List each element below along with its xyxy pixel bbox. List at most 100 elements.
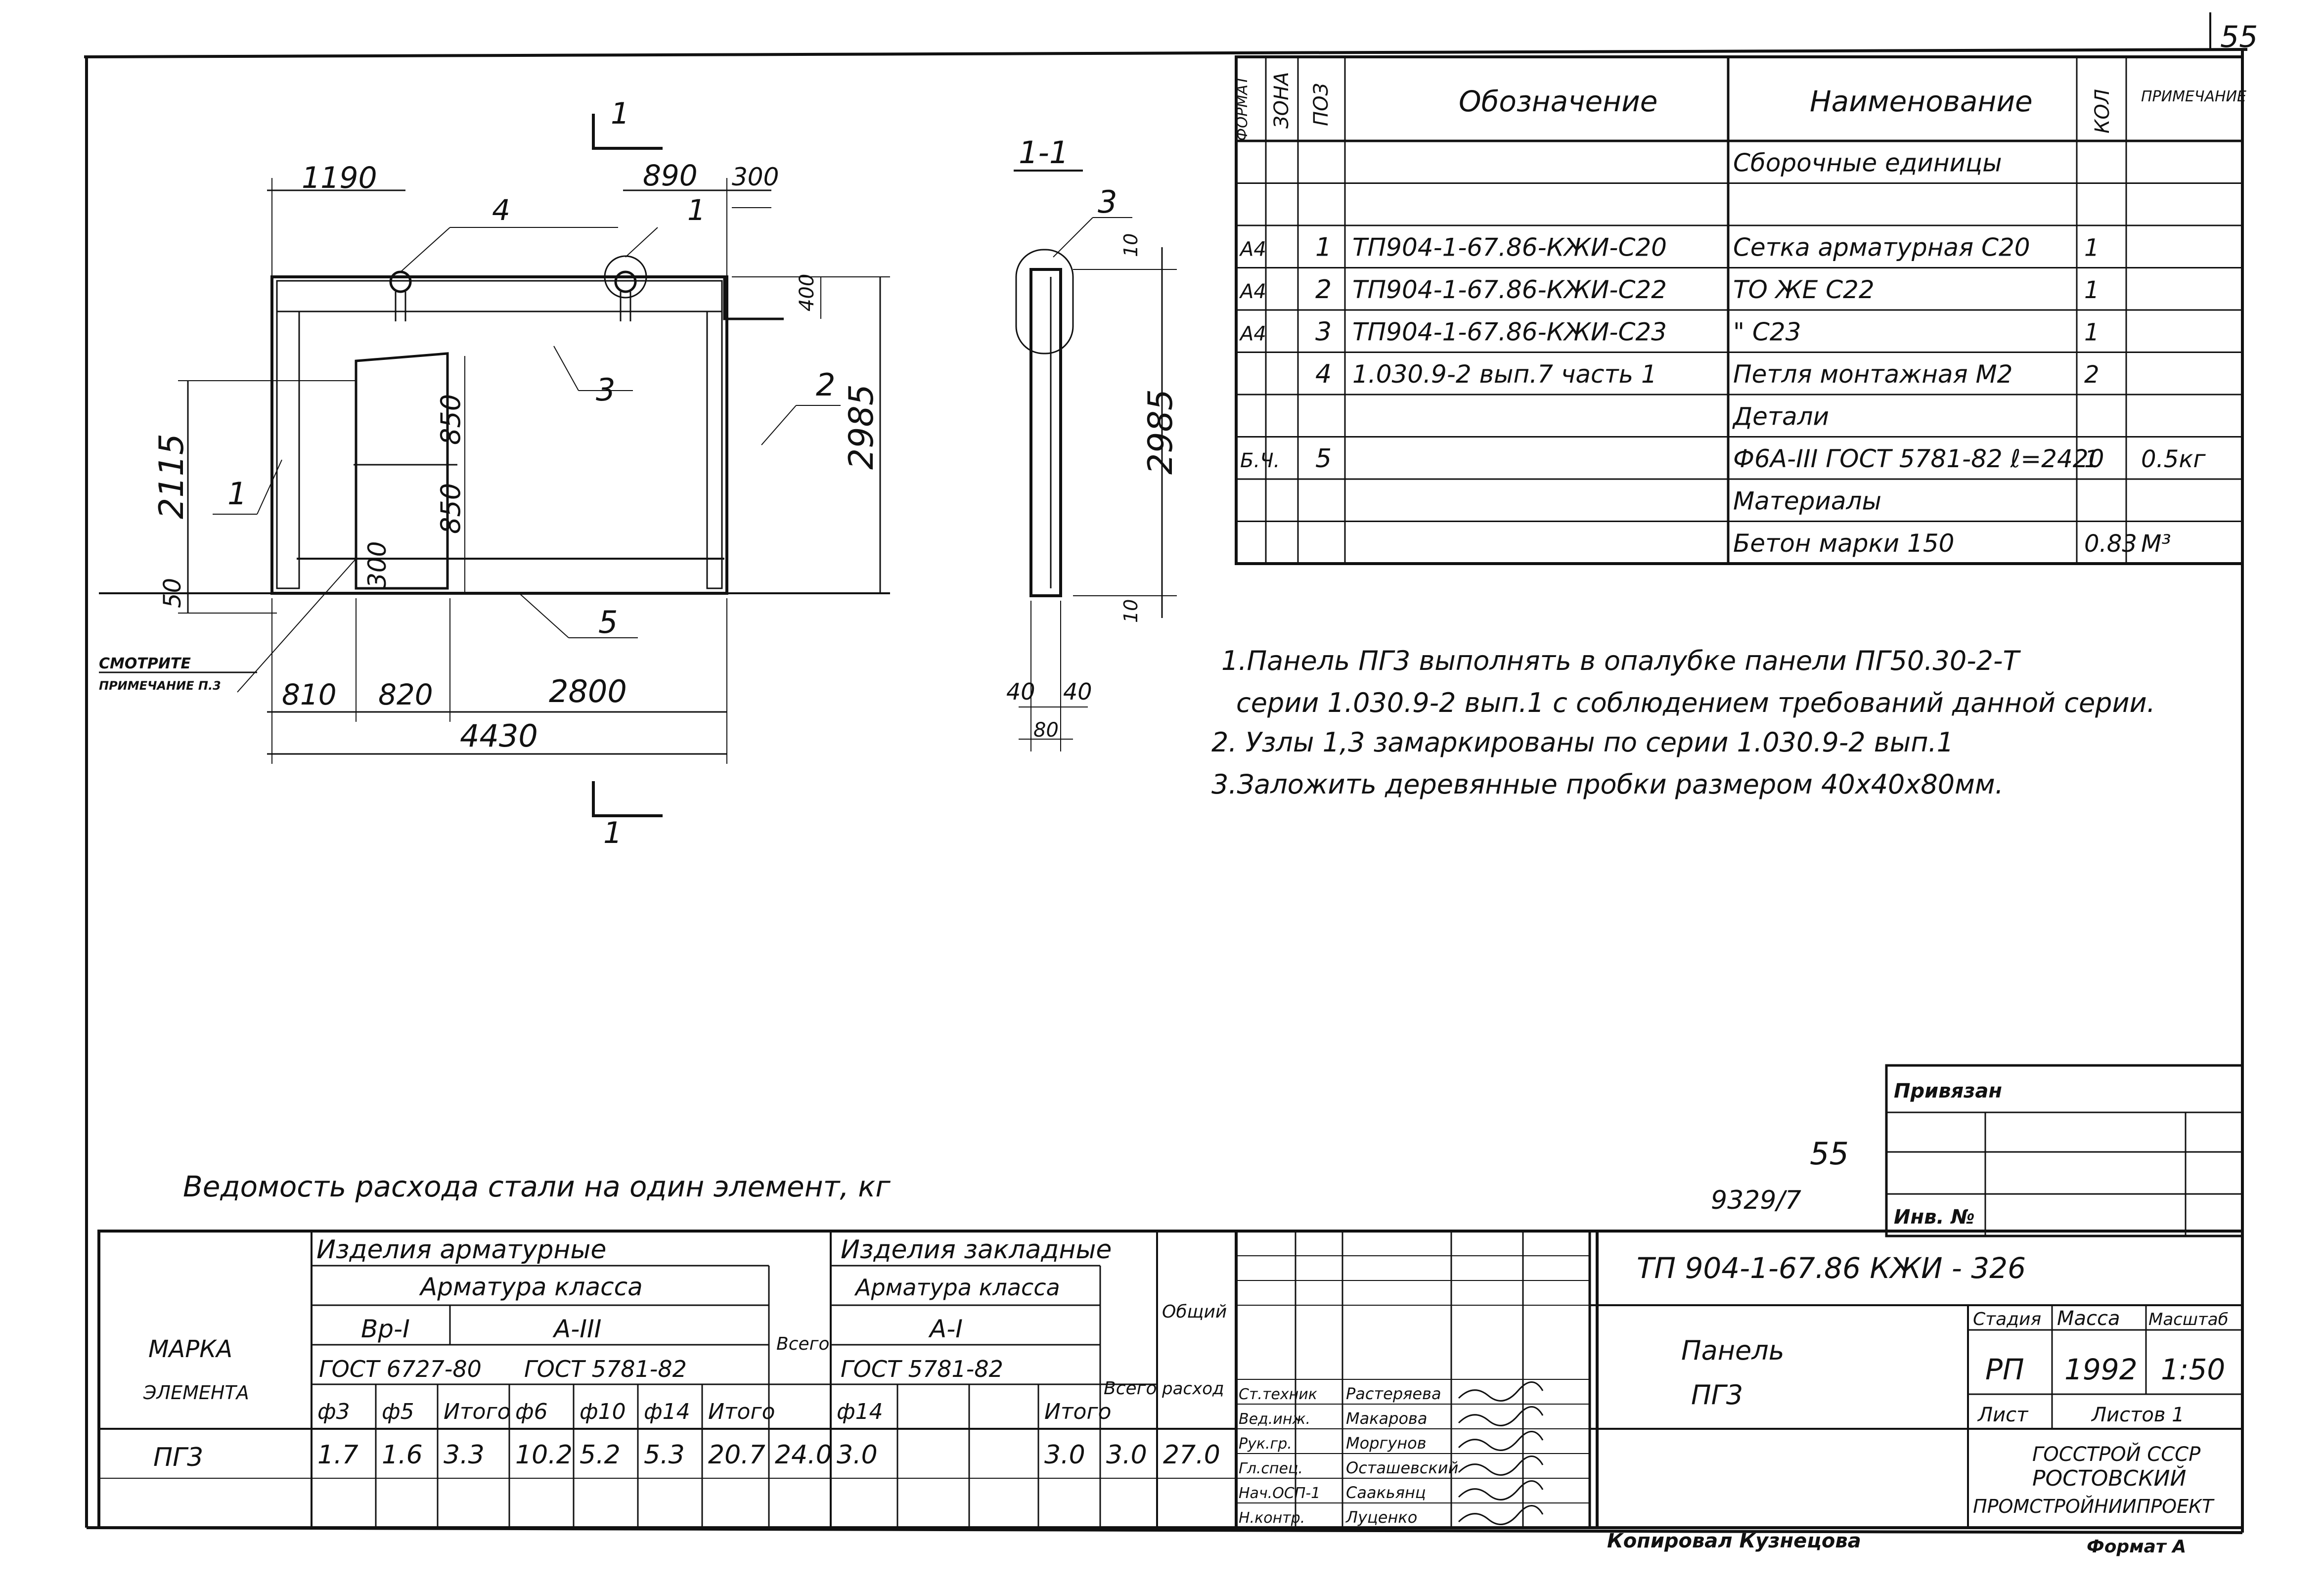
note-2: 2. Узлы 1,3 замаркированы по серии 1.030… (1211, 727, 1954, 758)
signature-scribble (1458, 1456, 1544, 1476)
steel-col-header: ф3 (317, 1399, 350, 1424)
signature-scribble (1458, 1381, 1544, 1402)
frame-top (84, 48, 2248, 58)
panel-outline (270, 275, 728, 595)
spec-header-qty: КОЛ (2091, 89, 2114, 133)
list-label: Лист (1977, 1404, 2029, 1426)
spec-cell-format: А4 (1239, 323, 1266, 346)
gost-bp: ГОСТ 6727-80 (319, 1356, 482, 1382)
mass-value: 1992 (2064, 1353, 2138, 1386)
dim-2800: 2800 (549, 673, 627, 709)
dim-300: 300 (732, 163, 779, 191)
top-mesh (276, 280, 723, 312)
spec-cell-format: Б.Ч. (1240, 449, 1280, 472)
signature-role: Вед.инж. (1239, 1411, 1310, 1428)
signature-role: Рук.гр. (1239, 1435, 1292, 1453)
front-view: 1190 890 300 400 2115 2985 850 850 300 5… (99, 96, 890, 850)
mark-header-line2: ЭЛЕМЕНТА (143, 1382, 249, 1404)
signature-name: Моргунов (1346, 1434, 1427, 1453)
section-dim-10-bottom: 10 (1120, 599, 1142, 623)
mark-header-line1: МАРКА (148, 1335, 232, 1363)
total-embedded: Всего (1104, 1378, 1157, 1399)
steel-consumption-table: Ведомость расхода стали на один элемент,… (97, 1170, 1599, 1529)
spec-row: 4 1.030.9-2 вып.7 часть 1 Петля монтажная … (1315, 359, 2100, 389)
spec-row: Материалы (1733, 487, 1881, 516)
corner-cutout (724, 277, 784, 319)
class-embedded: Арматура класса (854, 1274, 1060, 1301)
signature-row: Вед.инж. Макарова (1239, 1406, 1544, 1428)
spec-cell-name: Сборочные единицы (1733, 149, 2002, 177)
signature-role: Ст.техник (1239, 1386, 1317, 1403)
signature-role: Гл.спец. (1239, 1460, 1303, 1477)
spec-cell-pos: 4 (1315, 359, 1332, 389)
spec-header-name: Наименование (1810, 85, 2033, 118)
callout-5: 5 (598, 604, 618, 640)
steel-row-value: 24.0 (775, 1440, 832, 1470)
steel-col-header: ф6 (515, 1399, 548, 1424)
spec-cell-name: Сетка арматурная С20 (1733, 233, 2030, 262)
class-a3: А-III (552, 1315, 601, 1343)
spec-header-designation: Обозначение (1459, 85, 1657, 118)
signature-row: Н.контр.Луценко (1239, 1505, 1544, 1527)
spec-cell-name: Петля монтажная М2 (1733, 360, 2012, 389)
spec-header-zone: ЗОНА (1270, 72, 1293, 129)
spec-cell-designation: ТП904-1-67.86-КЖИ-С20 (1352, 233, 1667, 262)
spec-cell-name: Материалы (1733, 487, 1881, 516)
scale-label: Масштаб (2148, 1310, 2229, 1329)
steel-row-value: 10.2 (515, 1440, 573, 1470)
steel-row-value: 5.2 (580, 1440, 621, 1470)
scale-value: 1:50 (2161, 1353, 2225, 1386)
lists-label: Листов 1 (2091, 1404, 2185, 1426)
class-a1: А-I (928, 1315, 963, 1343)
section-dim-2985: 2985 (1141, 389, 1180, 475)
see-note-line2: ПРИМЕЧАНИЕ П.3 (99, 679, 221, 693)
stage-value: РП (1985, 1353, 2024, 1386)
callout-3: 3 (596, 372, 615, 408)
specification-table: ФОРМАТ ЗОНА ПОЗ Обозначение Наименование… (1234, 55, 2246, 565)
spec-cell-name: ТО ЖЕ С22 (1733, 275, 1875, 304)
section-label: 1-1 (1019, 134, 1069, 171)
lifting-loop (614, 270, 637, 293)
overall-label-2: расход (1162, 1379, 1224, 1399)
steel-row-value: 3.3 (444, 1440, 485, 1470)
note-1-cont: серии 1.030.9-2 вып.1 с соблюдением треб… (1236, 687, 2155, 718)
note-1: 1.Панель ПГ3 выполнять в опалубке панели… (1221, 645, 2021, 676)
stage-label: Стадия (1973, 1309, 2041, 1329)
signature-name: Саакьянц (1346, 1483, 1426, 1502)
mass-label: Масса (2057, 1307, 2120, 1330)
dim-820: 820 (378, 678, 433, 711)
steel-col-header: ф10 (580, 1399, 626, 1424)
dim-1190: 1190 (302, 161, 377, 195)
signature-scribble (1458, 1406, 1544, 1426)
callout-2: 2 (816, 367, 835, 403)
steel-col-header: ф14 (837, 1399, 883, 1424)
spec-header-pos: ПОЗ (1310, 83, 1333, 126)
spec-cell-designation: 1.030.9-2 вып.7 часть 1 (1352, 360, 1657, 389)
steel-table-title: Ведомость расхода стали на один элемент,… (183, 1170, 891, 1203)
signature-name: Осташевский (1346, 1458, 1458, 1477)
note-3: 3.Заложить деревянные пробки размером 40… (1211, 769, 2004, 800)
callout-1-top: 1 (687, 193, 706, 227)
steel-row-value: 3.0 (1106, 1440, 1147, 1470)
steel-col-header: ф5 (382, 1399, 414, 1424)
dim-400: 400 (796, 274, 818, 311)
spec-cell-designation: ТП904-1-67.86-КЖИ-С23 (1352, 318, 1667, 347)
sheet-number: 55 (1810, 1136, 1849, 1172)
dim-2985: 2985 (842, 384, 881, 470)
inv-no-label: Инв. № (1894, 1206, 1975, 1229)
callout-1: 1 (227, 476, 247, 512)
node-1-circle (604, 255, 647, 299)
spec-cell-pos: 1 (1315, 233, 1332, 263)
gost-a3: ГОСТ 5781-82 (524, 1356, 687, 1382)
signature-role: Нач.ОСП-1 (1239, 1485, 1320, 1502)
section-dim-40-right: 40 (1063, 678, 1092, 705)
spec-cell-qty: 1 (2084, 319, 2100, 347)
steel-row-value: 3.0 (1044, 1440, 1085, 1470)
spec-cell-format: А4 (1239, 280, 1266, 303)
steel-row-value: 1.7 (317, 1440, 358, 1470)
signature-name: Макарова (1346, 1409, 1428, 1428)
